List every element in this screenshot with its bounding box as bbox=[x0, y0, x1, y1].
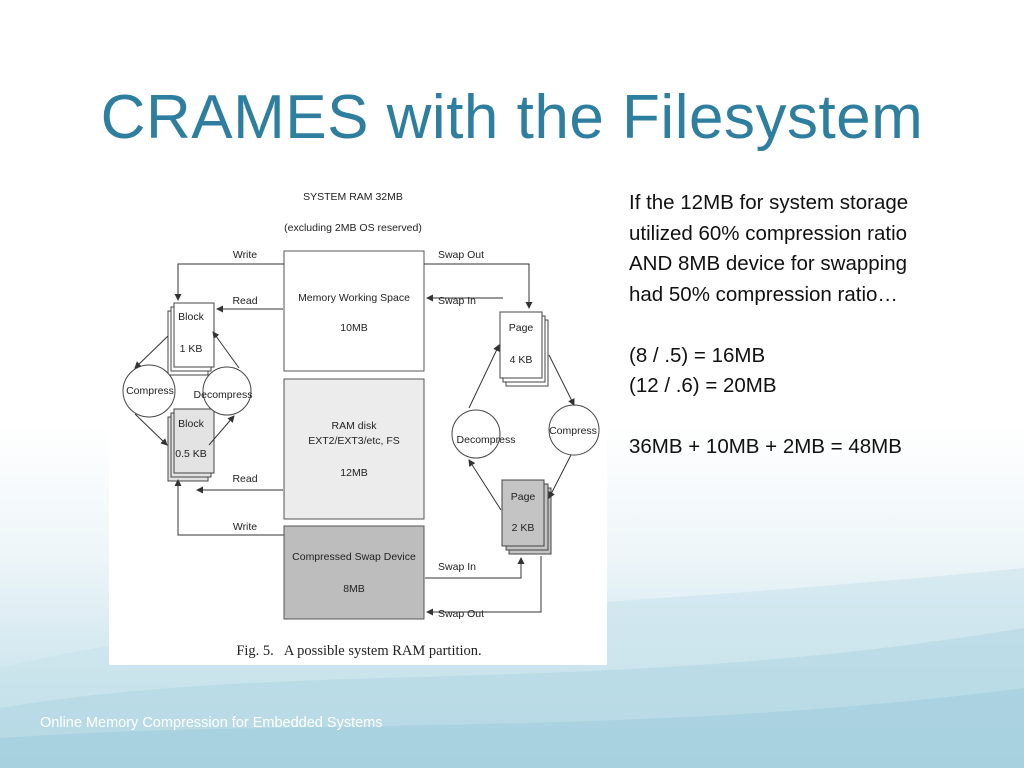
page-2kb-stack bbox=[501, 479, 552, 555]
page-2kb-size: 2 KB bbox=[512, 522, 535, 534]
block-05kb-label: Block bbox=[178, 418, 204, 430]
slide-title: CRAMES with the Filesystem bbox=[100, 83, 924, 152]
edge-swap-out-bottom: Swap Out bbox=[438, 608, 484, 620]
body-text: If the 12MB for system storage utilized … bbox=[629, 188, 999, 463]
edge-swap-in-bottom: Swap In bbox=[438, 561, 476, 573]
compressed-swap-box bbox=[283, 525, 425, 620]
body-line-2: utilized 60% compression ratio bbox=[629, 221, 908, 245]
page-4kb-label: Page bbox=[509, 322, 534, 334]
compressed-swap-size: 8MB bbox=[343, 583, 365, 595]
body-line-3: AND 8MB device for swapping bbox=[629, 252, 908, 275]
system-ram-diagram: SYSTEM RAM 32MB (excluding 2MB OS reserv… bbox=[109, 180, 607, 665]
page-2kb-label: Page bbox=[511, 491, 536, 503]
calc-swap: (8 / .5) = 16MB bbox=[629, 343, 766, 367]
ram-disk-line1: RAM disk bbox=[332, 420, 378, 432]
left-compress-label: Compress bbox=[126, 385, 174, 397]
slide-footer: Online Memory Compression for Embedded S… bbox=[40, 715, 383, 731]
spacer bbox=[629, 310, 999, 341]
memory-working-space-label: Memory Working Space bbox=[298, 292, 410, 304]
right-decompress-label: Decompress bbox=[457, 434, 516, 446]
memory-working-space-size: 10MB bbox=[340, 322, 367, 334]
block-05kb-stack bbox=[167, 408, 215, 482]
right-compress-label: Compress bbox=[549, 425, 597, 437]
body-line-1: If the 12MB for system storage bbox=[629, 191, 909, 214]
right-cycle-arrows bbox=[468, 344, 575, 511]
right-decompress-circle bbox=[451, 409, 501, 459]
ram-disk-box bbox=[283, 378, 425, 520]
figure-caption: Fig. 5. A possible system RAM partition. bbox=[236, 643, 481, 659]
block-1kb-label: Block bbox=[178, 311, 204, 323]
edge-write-bottom: Write bbox=[233, 521, 257, 533]
page-4kb-size: 4 KB bbox=[510, 354, 533, 366]
page-4kb-stack bbox=[499, 311, 549, 387]
diagram-header-line1: SYSTEM RAM 32MB bbox=[303, 191, 403, 203]
ram-disk-line2: EXT2/EXT3/etc, FS bbox=[308, 435, 400, 447]
left-decompress-circle bbox=[202, 366, 252, 416]
block-1kb-size: 1 KB bbox=[180, 343, 203, 355]
left-decompress-label: Decompress bbox=[194, 389, 253, 401]
ram-disk-size: 12MB bbox=[340, 467, 367, 479]
edge-swap-out-top: Swap Out bbox=[438, 249, 484, 261]
right-edges bbox=[424, 263, 542, 616]
compressed-swap-label: Compressed Swap Device bbox=[292, 551, 416, 563]
block-05kb-size: 0.5 KB bbox=[175, 448, 207, 460]
edge-swap-in-top: Swap In bbox=[438, 295, 476, 307]
block-1kb-stack bbox=[167, 302, 215, 376]
calc-storage: (12 / .6) = 20MB bbox=[629, 374, 777, 397]
edge-read-top: Read bbox=[232, 295, 257, 307]
spacer bbox=[629, 402, 999, 433]
edge-read-bottom: Read bbox=[232, 473, 257, 485]
left-compress-circle bbox=[122, 364, 176, 418]
left-edges bbox=[174, 263, 284, 536]
memory-working-space-box bbox=[283, 250, 425, 372]
diagram-header-line2: (excluding 2MB OS reserved) bbox=[284, 222, 422, 234]
body-line-4: had 50% compression ratio… bbox=[629, 282, 898, 306]
calc-total: 36MB + 10MB + 2MB = 48MB bbox=[629, 435, 902, 458]
edge-write-top: Write bbox=[233, 249, 257, 261]
left-cycle-arrows bbox=[134, 331, 240, 446]
